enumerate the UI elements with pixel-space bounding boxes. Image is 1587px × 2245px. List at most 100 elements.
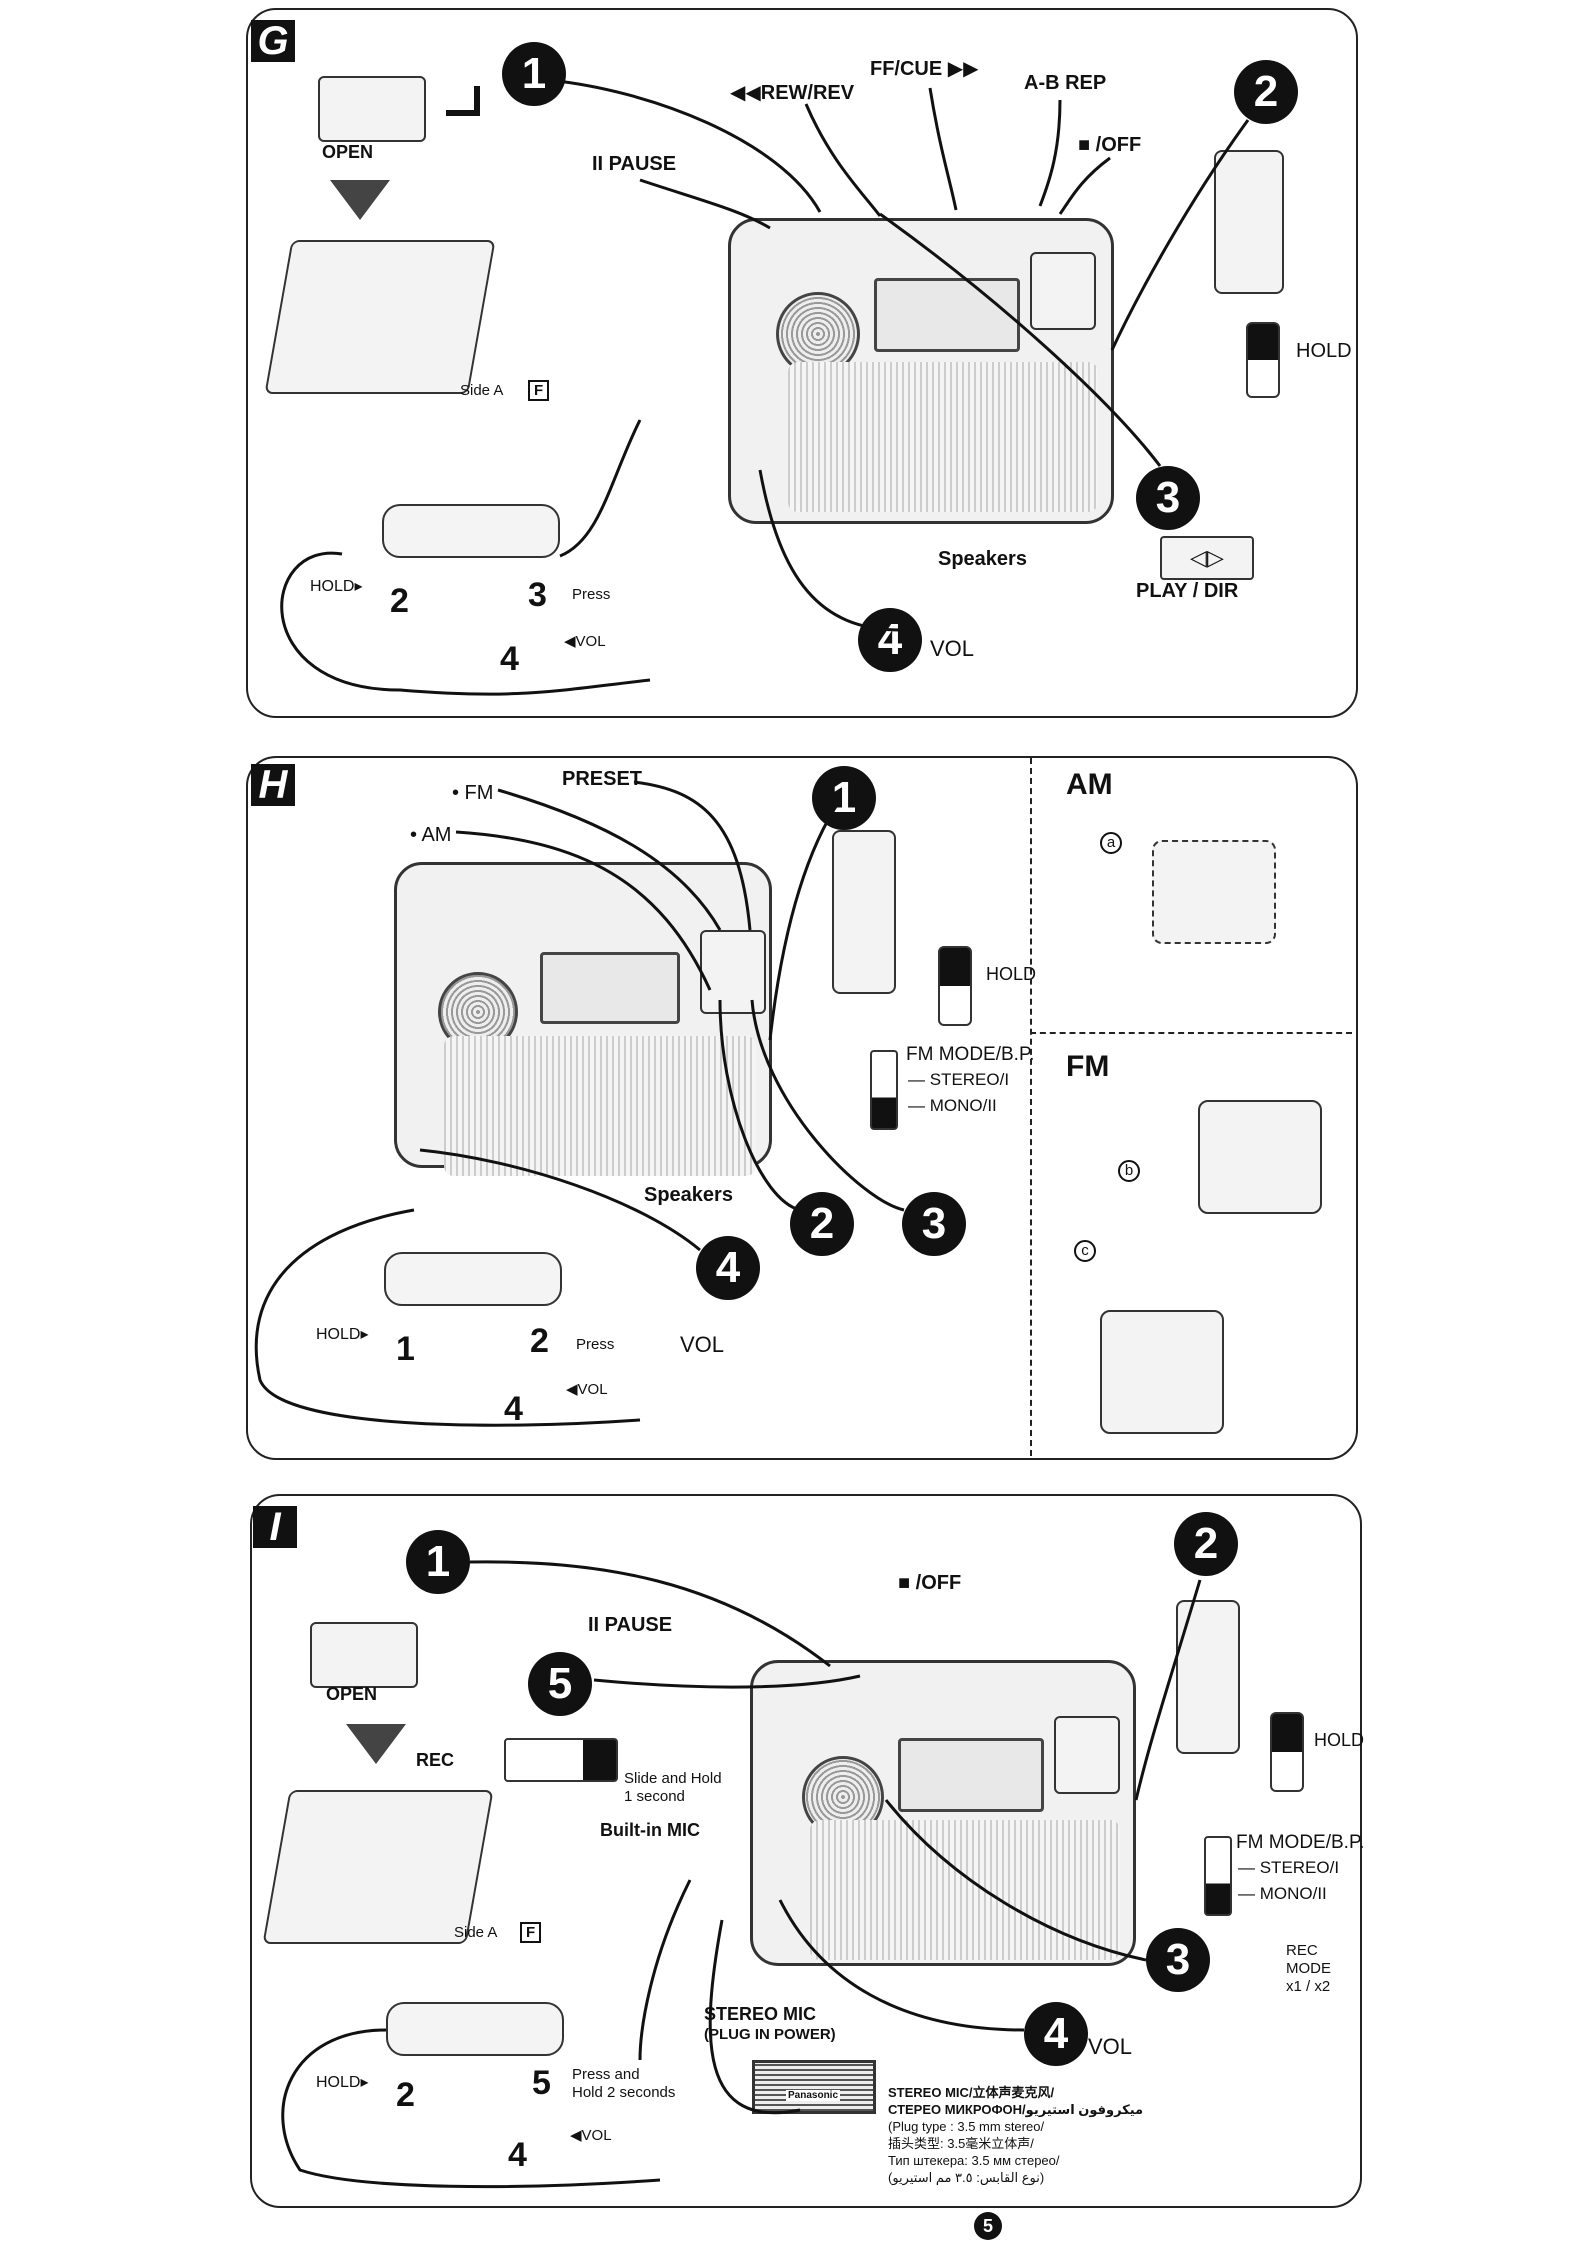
mark-c: c xyxy=(1074,1240,1096,1262)
stereo-label-i: — STEREO/I xyxy=(1238,1858,1340,1877)
down-triangle-icon-i xyxy=(346,1724,406,1764)
step-4-badge-h: 4 xyxy=(696,1236,760,1300)
fm-mode-switch-icon xyxy=(870,1050,898,1130)
fm-mode-label-i: FM MODE/B.P. xyxy=(1236,1832,1365,1853)
press-label: Press xyxy=(572,586,611,603)
hold-switch-label: HOLD xyxy=(1296,340,1352,362)
cassette-door-icon xyxy=(318,76,426,142)
am-fm-divider-h xyxy=(1030,1032,1352,1034)
side-a-label-i: Side A xyxy=(454,1924,498,1941)
plug-in-power-label: (PLUG IN POWER) xyxy=(704,2026,836,2043)
hold-switch-icon-i xyxy=(1270,1712,1304,1792)
step-1-badge-i: 1 xyxy=(406,1530,470,1594)
side-a-label: Side A xyxy=(460,382,504,399)
step-2-badge: 2 xyxy=(1234,60,1298,124)
mic-info-line: (نوع القابس: ٣.٥ مم استيريو) xyxy=(888,2170,1045,2185)
step-3-badge-h: 3 xyxy=(902,1192,966,1256)
one-second-label: 1 second xyxy=(624,1788,685,1805)
remote-step-2-i: 2 xyxy=(396,2076,415,2114)
panel-h-tag: H xyxy=(251,764,295,806)
step-1-badge: 1 xyxy=(502,42,566,106)
remote-step-2-h: 2 xyxy=(530,1322,549,1360)
speakers-label-h: Speakers xyxy=(644,1184,733,1206)
speakers-label: Speakers xyxy=(938,548,1027,570)
mic-info-line: STEREO MIC/立体声麦克风/ xyxy=(888,2085,1055,2100)
side-panel-image-h xyxy=(832,830,896,994)
lcd-display-i xyxy=(898,1738,1044,1812)
step-5-badge-i: 5 xyxy=(528,1652,592,1716)
am-fm-divider-v xyxy=(1030,758,1032,1456)
mark-b: b xyxy=(1118,1160,1140,1182)
remote-control-i xyxy=(386,2002,564,2056)
pause-label: II PAUSE xyxy=(592,153,677,175)
lcd-display-h xyxy=(540,952,680,1024)
play-dir-label: PLAY / DIR xyxy=(1136,580,1239,602)
am-label: • AM xyxy=(410,824,452,846)
side-panel-image xyxy=(1214,150,1284,294)
down-triangle-icon xyxy=(330,180,390,220)
off-label-i: ■ /OFF xyxy=(898,1572,962,1594)
am-rotate-device-image xyxy=(1152,840,1276,944)
rec-mode-label-3: x1 / x2 xyxy=(1286,1978,1331,1995)
slide-hold-label: Slide and Hold xyxy=(624,1770,722,1787)
side-a-mark-i: F xyxy=(520,1922,542,1943)
mic-info-line: СТЕРЕО МИКРОФОН/ميكروفون استيريو xyxy=(888,2102,1144,2117)
push-arrow-icon xyxy=(446,86,480,116)
step-4-badge: 4 xyxy=(858,608,922,672)
vol-label-h: VOL xyxy=(680,1332,725,1357)
fm-mode-label: FM MODE/B.P. xyxy=(906,1044,1035,1065)
mic-info-line: 插头类型: 3.5毫米立体声/ xyxy=(888,2136,1034,2151)
rec-mode-label-2: MODE xyxy=(1286,1960,1331,1977)
remote-vol-label-i: ◀VOL xyxy=(570,2127,612,2144)
step-1-badge-h: 1 xyxy=(812,766,876,830)
remote-vol-label: ◀VOL xyxy=(564,633,606,650)
hold-switch-icon xyxy=(1246,322,1280,398)
preset-label: PRESET xyxy=(562,768,643,790)
mic-brand-label: Panasonic xyxy=(786,2090,841,2101)
rew-label: ◀◀REW/REV xyxy=(730,82,855,104)
lcd-display xyxy=(874,278,1020,352)
fm-title: FM xyxy=(1066,1050,1110,1083)
remote-control xyxy=(382,504,560,558)
cassette-insert-image xyxy=(264,240,496,394)
am-title: AM xyxy=(1066,768,1113,801)
rec-label: REC xyxy=(416,1750,455,1770)
press-and-label: Press and xyxy=(572,2066,640,2083)
remote-step-5-i: 5 xyxy=(532,2064,551,2102)
hold-remote-label-i: HOLD▸ xyxy=(316,2074,369,2091)
remote-step-1-h: 1 xyxy=(396,1330,415,1368)
fm-mode-switch-icon-i xyxy=(1204,1836,1232,1916)
mono-label: — MONO/II xyxy=(908,1096,997,1115)
mic-info-block: STEREO MIC/立体声麦克风/ СТЕРЕО МИКРОФОН/ميكرو… xyxy=(888,2084,1143,2186)
side-panel-image-i xyxy=(1176,1600,1240,1754)
fm-label: • FM xyxy=(452,782,494,804)
speaker-grille xyxy=(788,362,1098,512)
remote-step-2: 2 xyxy=(390,582,409,620)
page-number: 5 xyxy=(974,2212,1002,2240)
step-4-badge-i: 4 xyxy=(1024,2002,1088,2066)
abrep-label: A-B REP xyxy=(1024,72,1107,94)
step-3-badge: 3 xyxy=(1136,466,1200,530)
hold-switch-label-h: HOLD xyxy=(986,964,1037,984)
builtin-mic-label: Built-in MIC xyxy=(600,1820,700,1840)
rec-mode-label-1: REC xyxy=(1286,1942,1318,1959)
remote-step-3: 3 xyxy=(528,576,547,614)
hold-switch-icon-h xyxy=(938,946,972,1026)
panel-i-tag: I xyxy=(253,1506,297,1548)
hold-remote-label-h: HOLD▸ xyxy=(316,1326,369,1343)
press-label-h: Press xyxy=(576,1336,615,1353)
stereo-mic-image xyxy=(752,2060,876,2114)
stereo-mic-label: STEREO MIC xyxy=(704,2004,817,2024)
play-dir-key[interactable]: ◁▷ xyxy=(1160,536,1254,580)
vol-label: VOL xyxy=(930,636,975,661)
rec-slide-button[interactable] xyxy=(504,1738,618,1782)
remote-step-4: 4 xyxy=(500,640,519,678)
remote-control-h xyxy=(384,1252,562,1306)
remote-step-4-i: 4 xyxy=(508,2136,527,2174)
ff-label: FF/CUE ▶▶ xyxy=(870,58,979,80)
stereo-label: — STEREO/I xyxy=(908,1070,1010,1089)
open-label-i: OPEN xyxy=(326,1684,378,1704)
hold-remote-label: HOLD▸ xyxy=(310,578,363,595)
fm-antenna-device-image xyxy=(1100,1310,1224,1434)
remote-vol-label-h: ◀VOL xyxy=(566,1381,608,1398)
